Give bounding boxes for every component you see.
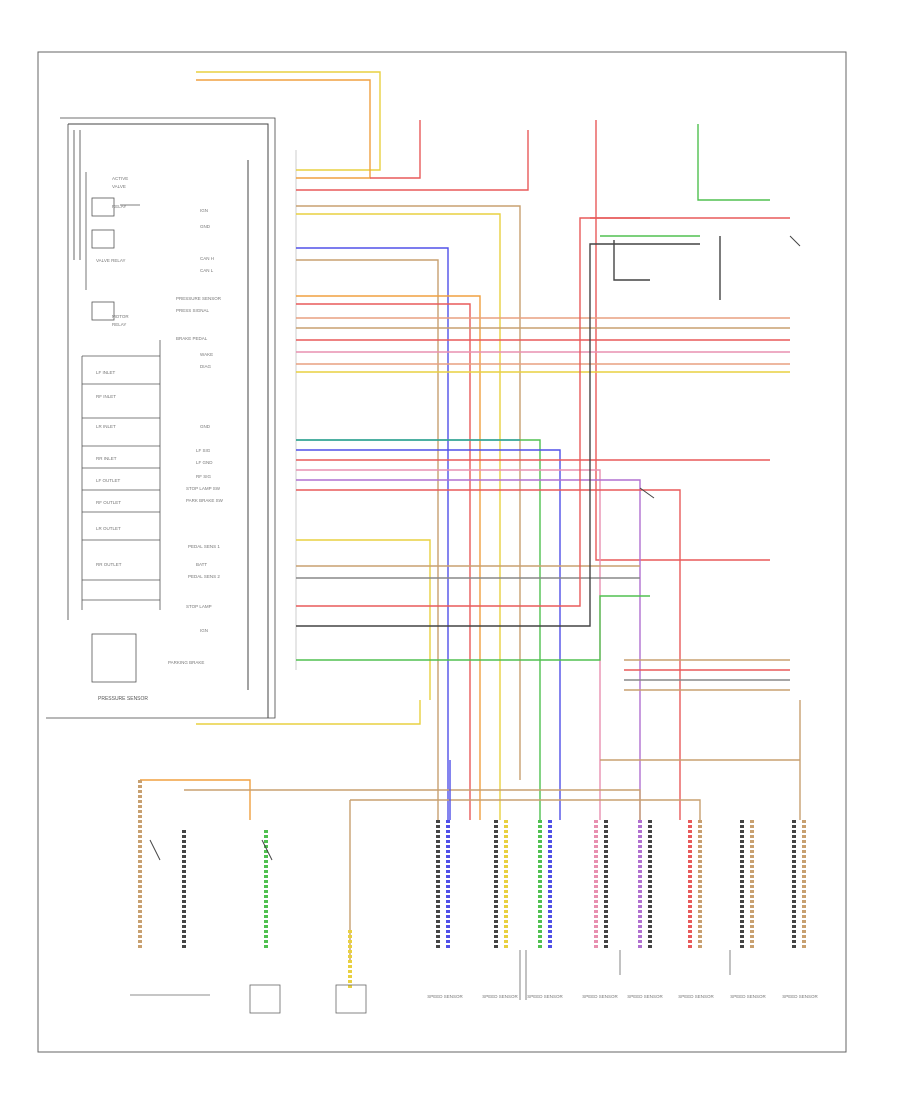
svg-text:VALVE RELAY: VALVE RELAY bbox=[96, 258, 126, 263]
sensor-label-lf-outer: SPEED SENSOR bbox=[582, 994, 618, 999]
svg-text:RELAY: RELAY bbox=[112, 204, 126, 209]
switches bbox=[149, 235, 801, 861]
svg-text:LF SIG: LF SIG bbox=[196, 448, 211, 453]
svg-text:WAKE: WAKE bbox=[200, 352, 213, 357]
internal-components bbox=[81, 172, 161, 683]
svg-text:IGN: IGN bbox=[200, 208, 208, 213]
svg-text:STOP LAMP: STOP LAMP bbox=[186, 604, 212, 609]
svg-text:LR INLET: LR INLET bbox=[96, 424, 116, 429]
svg-text:RF OUTLET: RF OUTLET bbox=[96, 500, 121, 505]
sensor-label-rr-outer: SPEED SENSOR bbox=[678, 994, 714, 999]
svg-text:BRAKE PEDAL: BRAKE PEDAL bbox=[176, 336, 208, 341]
svg-text:LF INLET: LF INLET bbox=[96, 370, 116, 375]
svg-text:PARKING BRAKE: PARKING BRAKE bbox=[168, 660, 204, 665]
svg-text:PRESS SIGNAL: PRESS SIGNAL bbox=[176, 308, 210, 313]
svg-text:MOTOR: MOTOR bbox=[112, 314, 129, 319]
svg-text:VALVE: VALVE bbox=[112, 184, 126, 189]
svg-text:GND: GND bbox=[200, 424, 211, 429]
sensor-connectors bbox=[138, 780, 806, 990]
svg-text:LF GND: LF GND bbox=[196, 460, 213, 465]
svg-text:STOP LAMP SW: STOP LAMP SW bbox=[186, 486, 221, 491]
svg-text:LR OUTLET: LR OUTLET bbox=[96, 526, 121, 531]
svg-text:CAN L: CAN L bbox=[200, 268, 214, 273]
svg-text:LF OUTLET: LF OUTLET bbox=[96, 478, 121, 483]
pressure-sensor-label: PRESSURE SENSOR bbox=[98, 696, 148, 702]
sensor-label-lf-inner: SPEED SENSOR bbox=[527, 994, 563, 999]
diagram-border bbox=[37, 51, 847, 1053]
svg-text:PRESSURE SENSOR: PRESSURE SENSOR bbox=[176, 296, 222, 301]
sensor-label-rf-outer: SPEED SENSOR bbox=[482, 994, 518, 999]
svg-text:RELAY: RELAY bbox=[112, 322, 126, 327]
sensor-labels: SPEED SENSOR SPEED SENSOR SPEED SENSOR SPEE… bbox=[427, 994, 818, 999]
sensor-label-rr-inner: SPEED SENSOR bbox=[627, 994, 663, 999]
sensor-boxes bbox=[130, 950, 731, 1014]
svg-text:RR OUTLET: RR OUTLET bbox=[96, 562, 122, 567]
internal-labels: ACTIVE VALVE RELAY VALVE RELAY MOTOR REL… bbox=[96, 176, 148, 702]
svg-text:IGN: IGN bbox=[200, 628, 208, 633]
svg-text:GND: GND bbox=[200, 224, 211, 229]
svg-text:ACTIVE: ACTIVE bbox=[112, 176, 128, 181]
svg-text:PARK BRAKE SW: PARK BRAKE SW bbox=[186, 498, 224, 503]
sensor-label-lr-inner: SPEED SENSOR bbox=[730, 994, 766, 999]
svg-text:CAN H: CAN H bbox=[200, 256, 214, 261]
abs-module bbox=[46, 117, 276, 719]
svg-text:PEDAL SENS 2: PEDAL SENS 2 bbox=[188, 574, 220, 579]
sensor-label-lr-outer: SPEED SENSOR bbox=[782, 994, 818, 999]
svg-text:DIAG: DIAG bbox=[200, 364, 212, 369]
sensor-label-rf-inner: SPEED SENSOR bbox=[427, 994, 463, 999]
svg-text:PEDAL SENS 1: PEDAL SENS 1 bbox=[188, 544, 220, 549]
ecu-pin-labels: IGN GND CAN H CAN L PRESSURE SENSOR PRES… bbox=[168, 208, 224, 665]
svg-text:BATT: BATT bbox=[196, 562, 207, 567]
svg-text:RR INLET: RR INLET bbox=[96, 456, 117, 461]
svg-text:RF INLET: RF INLET bbox=[96, 394, 116, 399]
svg-text:RF SIG: RF SIG bbox=[196, 474, 212, 479]
wires bbox=[140, 71, 801, 960]
